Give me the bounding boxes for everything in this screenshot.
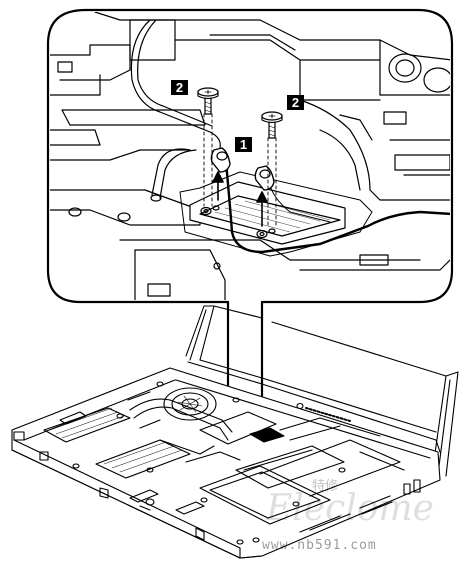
- screw-hole-left: [200, 206, 212, 216]
- wireless-card-location: [249, 427, 285, 443]
- callout-tag-2-left-label: 2: [176, 80, 183, 95]
- cooling-fan: [163, 387, 217, 421]
- lift-arrows: [212, 171, 268, 227]
- watermark-url: www.nb591.com: [262, 538, 377, 553]
- laptop-base-outline: [11, 367, 441, 559]
- callout-tag-2-right-label: 2: [292, 95, 299, 110]
- zoom-callout: [46, 8, 454, 417]
- watermark-chinese: 特修: [312, 479, 338, 494]
- callout-tag-1-label: 1: [240, 137, 247, 152]
- black-antenna-cable: [224, 160, 450, 254]
- screw-right: [261, 111, 283, 229]
- screw-hole-right: [256, 229, 268, 239]
- callout-tag-2-left: 2: [171, 80, 188, 95]
- screw-left: [197, 87, 219, 207]
- antenna-connector-plugs: [210, 147, 275, 191]
- laptop-illustration: [11, 305, 459, 559]
- callout-tag-1: 1: [235, 137, 252, 152]
- watermark: Eleclome 特修 www.nb591.com: [262, 479, 434, 553]
- white-antenna-cable: [130, 19, 221, 149]
- watermark-logo: Eleclome: [265, 488, 434, 529]
- callout-tag-2-right: 2: [287, 95, 304, 110]
